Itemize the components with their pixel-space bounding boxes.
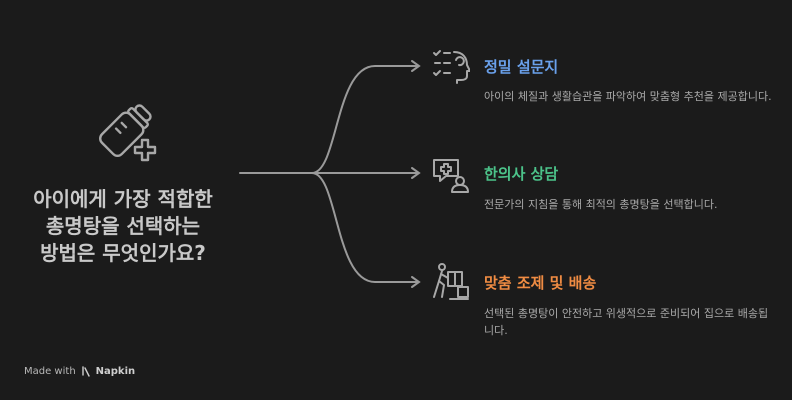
branch-bottom bbox=[311, 172, 419, 283]
branch-top bbox=[311, 65, 419, 174]
questionnaire-icon bbox=[433, 50, 470, 84]
footer-brand: Napkin bbox=[95, 365, 136, 377]
delivery-icon bbox=[433, 263, 469, 300]
doctor-consult-icon bbox=[433, 159, 469, 193]
item-title-questionnaire: 정밀 설문지 bbox=[484, 58, 559, 76]
arrow-bottom bbox=[411, 276, 421, 288]
made-with-napkin-badge[interactable]: Made with Napkin bbox=[24, 365, 135, 377]
item-title-consultation: 한의사 상담 bbox=[484, 165, 559, 183]
item-desc-consultation: 전문가의 지침을 통해 최적의 총명탕을 선택합니다. bbox=[484, 198, 718, 211]
footer-prefix: Made with bbox=[24, 365, 76, 377]
question-line-2: 총명탕을 선택하는 bbox=[45, 214, 201, 238]
central-question: 아이에게 가장 적합한 총명탕을 선택하는 방법은 무엇인가요? bbox=[6, 186, 240, 267]
arrow-top bbox=[411, 60, 421, 72]
question-line-3: 방법은 무엇인가요? bbox=[40, 241, 206, 265]
item-desc-delivery: 선택된 총명탕이 안전하고 위생적으로 준비되어 집으로 배송됩니다. bbox=[484, 307, 769, 337]
question-line-1: 아이에게 가장 적합한 bbox=[33, 187, 213, 211]
item-desc-questionnaire: 아이의 체질과 생활습관을 파악하여 맞춤형 추천을 제공합니다. bbox=[484, 90, 772, 103]
arrow-middle bbox=[411, 167, 421, 179]
napkin-logo-icon bbox=[81, 366, 90, 377]
baby-bottle-medical-icon bbox=[99, 104, 157, 162]
item-title-delivery: 맞춤 조제 및 배송 bbox=[484, 274, 597, 292]
